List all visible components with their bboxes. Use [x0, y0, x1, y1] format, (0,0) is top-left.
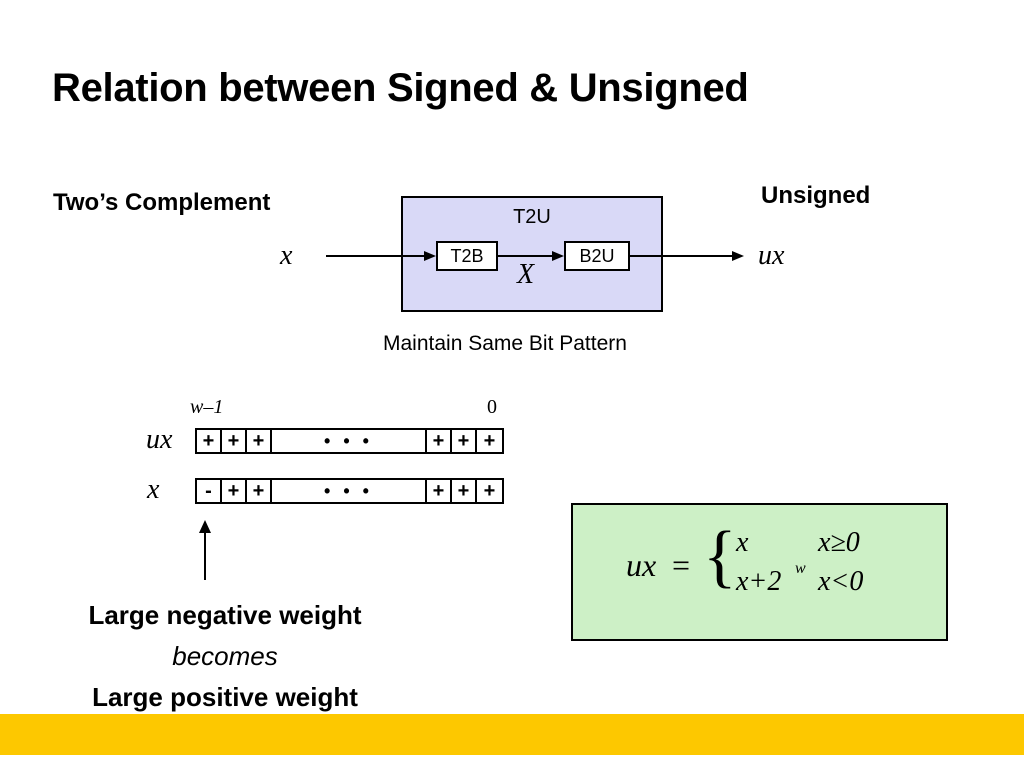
weight-note-line2: becomes: [172, 641, 278, 671]
bit-cell: +: [452, 480, 477, 502]
formula-box: [571, 503, 948, 641]
formula-case2-cond: x<0: [818, 566, 864, 597]
up-arrow-head: [199, 520, 211, 533]
formula-equals: =: [672, 547, 691, 583]
bit-pattern-caption: Maintain Same Bit Pattern: [383, 332, 627, 355]
formula-case1-expr: x: [736, 527, 749, 558]
slide-title: Relation between Signed & Unsigned: [52, 66, 749, 110]
middle-var-x: X: [517, 259, 535, 290]
t2b-box: T2B: [436, 241, 498, 271]
bit-cell: +: [483, 429, 496, 452]
bit-cell: +: [222, 480, 247, 502]
bitrow-x: - + + • • • + + +: [195, 478, 504, 504]
arrow-input-head: [424, 251, 436, 261]
bit-cell: +: [427, 430, 452, 452]
output-var-ux: ux: [758, 240, 785, 271]
footer-bar: [0, 714, 1024, 755]
t2u-label: T2U: [513, 206, 551, 228]
msb-label: w–1: [190, 396, 224, 418]
formula-case1-cond: x≥0: [818, 527, 860, 558]
bit-cell: +: [247, 430, 272, 452]
arrow-middle-head: [552, 251, 564, 261]
bit-cell: +: [222, 430, 247, 452]
weight-note-line3: Large positive weight: [92, 682, 358, 712]
bit-cell: +: [483, 479, 496, 502]
bit-ellipsis: • • •: [272, 480, 427, 502]
bit-cell-sign: -: [197, 480, 222, 502]
bit-cell: +: [427, 480, 452, 502]
bit-cell: +: [452, 430, 477, 452]
input-var-x: x: [280, 240, 293, 271]
weight-note-line1: Large negative weight: [88, 600, 362, 630]
arrow-output-head: [732, 251, 744, 261]
twos-complement-label: Two’s Complement: [53, 189, 271, 216]
bitrow-ux: + + + • • • + + +: [195, 428, 504, 454]
bit-ellipsis: • • •: [272, 430, 427, 452]
bit-cell: +: [197, 430, 222, 452]
formula-case2-exp: w: [795, 560, 806, 577]
b2u-box: B2U: [564, 241, 630, 271]
formula-case2-expr: x+2: [736, 566, 782, 597]
bitrow-x-var: x: [147, 474, 160, 505]
bit-cell: +: [247, 480, 272, 502]
unsigned-label: Unsigned: [761, 182, 871, 209]
formula-lhs: ux: [626, 547, 657, 583]
bitrow-ux-var: ux: [146, 424, 173, 455]
formula-brace: {: [703, 518, 737, 595]
lsb-label: 0: [487, 396, 497, 418]
